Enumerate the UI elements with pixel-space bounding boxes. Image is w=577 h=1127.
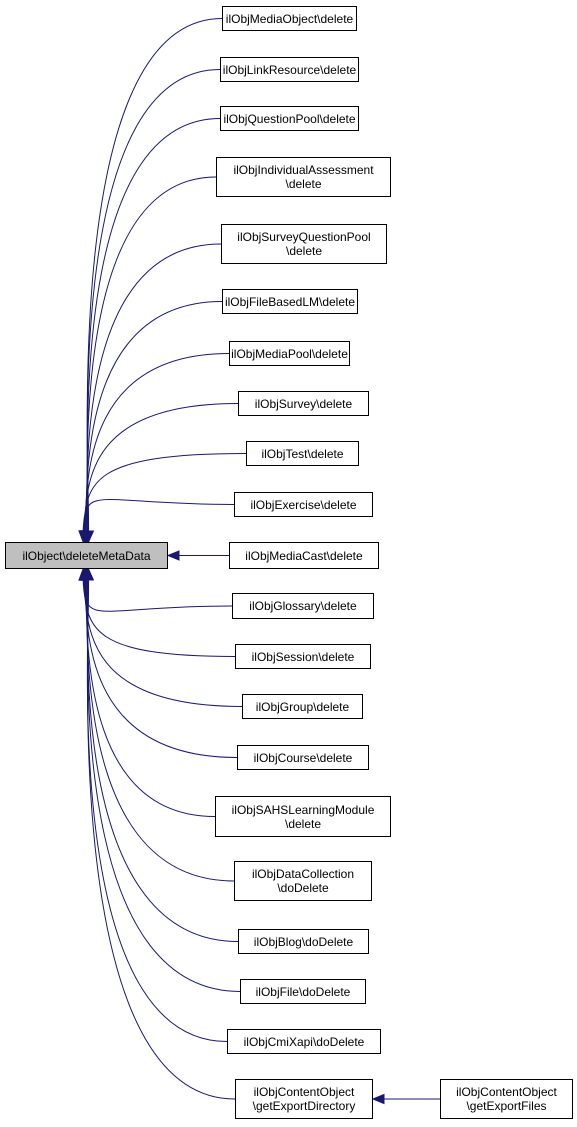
caller-node[interactable]: ilObjQuestionPool\delete [220, 106, 359, 131]
call-edge [86, 69, 221, 533]
call-edge [86, 578, 236, 1100]
edge-arrowhead [83, 567, 95, 581]
call-edge [85, 578, 216, 817]
node-label-line: \getExportFiles [466, 1099, 547, 1113]
node-label-line: ilObjFileBasedLM\delete [224, 294, 356, 309]
node-label-line: \delete [284, 816, 322, 831]
node-label-line: ilObjMediaCast\delete [245, 548, 363, 563]
node-label-line: ilObjSurvey\delete [254, 396, 353, 411]
edge-arrowhead [371, 1093, 385, 1105]
node-label-line: ilObjBlog\doDelete [253, 934, 354, 949]
call-edge [85, 243, 222, 533]
caller-node[interactable]: ilObjDataCollection\doDelete [234, 861, 372, 901]
caller-node[interactable]: ilObjGroup\delete [242, 694, 363, 719]
node-label-line: ilObjIndividualAssessment [233, 163, 374, 177]
call-edge [86, 578, 228, 1042]
caller-node[interactable]: ilObjSession\delete [235, 644, 371, 669]
caller-node[interactable]: ilObjMediaPool\delete [229, 341, 350, 366]
node-label-line: ilObjQuestionPool\delete [223, 111, 356, 126]
node-label-line: \getExportDirectory [252, 1099, 356, 1113]
call-edge [83, 578, 243, 707]
node-label-line: ilObjMediaObject\delete [225, 11, 354, 26]
caller-node[interactable]: ilObjFileBasedLM\delete [222, 289, 358, 314]
node-label-line: \doDelete [277, 881, 329, 895]
node-label-line: ilObjGlossary\delete [249, 599, 357, 613]
node-label-line: ilObjDataCollection [251, 867, 355, 881]
root-node: ilObject\deleteMetaData [5, 542, 168, 569]
caller-node[interactable]: ilObjSurvey\delete [238, 391, 369, 416]
edge-arrowhead [78, 530, 89, 544]
node-label-line: ilObjCmiXapi\doDelete [243, 1034, 365, 1049]
node-label-line: ilObjContentObject [253, 1085, 355, 1099]
caller-node[interactable]: ilObjCourse\delete [237, 745, 369, 770]
call-edge [83, 578, 236, 657]
node-label-line: ilObject\deleteMetaData [22, 548, 151, 563]
caller-node[interactable]: ilObjTest\delete [246, 441, 359, 466]
node-label-line: ilObjLinkResource\delete [222, 62, 357, 77]
caller-node[interactable]: ilObjMediaCast\delete [229, 542, 379, 569]
node-label-line: \delete [285, 177, 322, 191]
node-label-line: ilObjGroup\delete [255, 699, 350, 714]
node-label-line: ilObjFile\doDelete [255, 984, 351, 999]
call-edge [86, 176, 217, 533]
node-label-line: ilObjTest\delete [261, 446, 344, 461]
call-edge [86, 118, 221, 533]
node-label-line: ilObjSurveyQuestionPool [237, 230, 371, 244]
node-label-line: ilObjContentObject [456, 1085, 557, 1099]
caller-node[interactable]: ilObjContentObject\getExportDirectory [235, 1079, 373, 1119]
edge-arrowhead [166, 550, 180, 561]
node-label-line: \delete [285, 244, 323, 258]
call-edge [86, 578, 241, 992]
call-edge [82, 498, 235, 533]
call-edge [85, 578, 235, 882]
caller-node[interactable]: ilObjExercise\delete [234, 492, 373, 517]
call-edge [83, 403, 239, 533]
node-label-line: ilObjExercise\delete [250, 497, 357, 512]
caller-node[interactable]: ilObjSurveyQuestionPool\delete [221, 224, 387, 264]
call-edge [82, 578, 233, 612]
caller-node[interactable]: ilObjBlog\doDelete [238, 929, 369, 954]
node-label-line: ilObjSAHSLearningModule [231, 802, 375, 817]
node-label-line: ilObjMediaPool\delete [231, 346, 348, 361]
caller-node[interactable]: ilObjLinkResource\delete [220, 57, 359, 82]
node-label-line: ilObjSession\delete [251, 649, 355, 664]
caller-node[interactable]: ilObjMediaObject\delete [222, 6, 357, 31]
call-edge [86, 578, 239, 942]
node-label-line: ilObjCourse\delete [253, 750, 353, 765]
caller-node[interactable]: ilObjSAHSLearningModule\delete [215, 796, 391, 837]
caller-node[interactable]: ilObjFile\doDelete [240, 979, 366, 1004]
call-edge [86, 18, 223, 533]
secondary-caller-node[interactable]: ilObjContentObject\getExportFiles [440, 1079, 573, 1119]
caller-node[interactable]: ilObjCmiXapi\doDelete [227, 1029, 381, 1054]
caller-node[interactable]: ilObjGlossary\delete [232, 593, 374, 619]
caller-node[interactable]: ilObjIndividualAssessment\delete [216, 157, 391, 197]
call-edge [83, 453, 247, 533]
